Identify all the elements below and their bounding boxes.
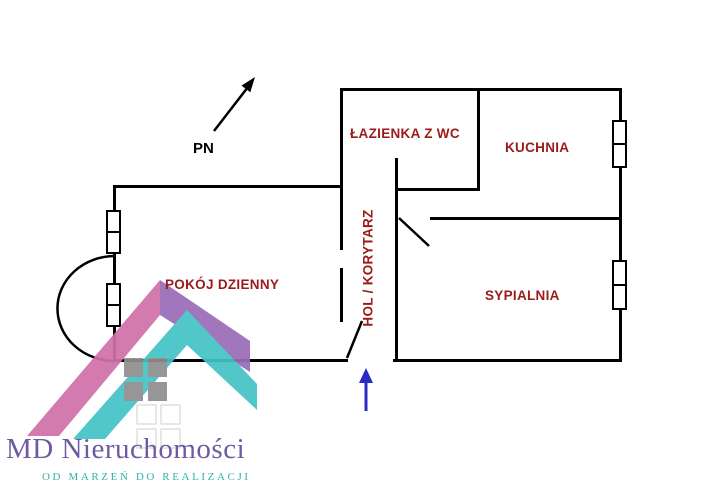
wall-right — [619, 88, 622, 362]
north-arrow-icon — [213, 77, 255, 132]
window-divider — [108, 231, 119, 233]
wall-left — [113, 185, 116, 362]
north-arrow-shaft — [213, 86, 249, 132]
wall-top — [340, 88, 622, 91]
room-label-sypialnia: SYPIALNIA — [485, 288, 560, 303]
roof-pink-left — [27, 280, 160, 436]
room-label-hol-korytarz: HOL / KORYTARZ — [360, 209, 376, 327]
balcony-arc — [56, 254, 116, 363]
window-living-upper — [106, 210, 121, 254]
room-label-kuchnia: KUCHNIA — [505, 140, 570, 155]
wall-bathroom-bottom — [395, 188, 480, 191]
room-label-pokoj-dzienny: POKÓJ DZIENNY — [165, 277, 280, 292]
window-divider — [614, 143, 625, 145]
roof-teal-right — [187, 310, 257, 410]
wall-living-top — [113, 185, 343, 188]
window-divider — [108, 304, 119, 306]
wall-corridor-right — [395, 158, 398, 362]
window-divider — [614, 284, 625, 286]
north-label: PN — [193, 140, 214, 157]
logo-window-white — [136, 404, 181, 449]
brand-tagline: OD MARZEŃ DO REALIZACJI — [42, 471, 251, 483]
room-label-lazienka: ŁAZIENKA Z WC — [350, 126, 460, 141]
window-living-lower — [106, 283, 121, 327]
wall-bedroom-top — [430, 217, 622, 220]
brand-name: MD Nieruchomości — [6, 433, 246, 465]
north-arrow-head — [241, 77, 255, 93]
wall-bathroom-left — [340, 88, 343, 188]
wall-corridor-left-upper — [340, 188, 343, 250]
brand-logo-house-icon — [27, 280, 257, 449]
wall-bottom-right — [393, 359, 622, 362]
wall-bath-kitchen — [477, 88, 480, 191]
logo-window-gray — [124, 358, 167, 401]
window-bedroom — [612, 260, 627, 310]
wall-corridor-left-lower — [340, 268, 343, 322]
bedroom-door-leaf — [398, 217, 430, 247]
entrance-arrow-icon — [359, 368, 373, 411]
entrance-arrow-head — [359, 368, 373, 383]
entrance-door-leaf — [345, 320, 364, 359]
window-kitchen — [612, 120, 627, 168]
roof-purple-right — [160, 280, 250, 372]
